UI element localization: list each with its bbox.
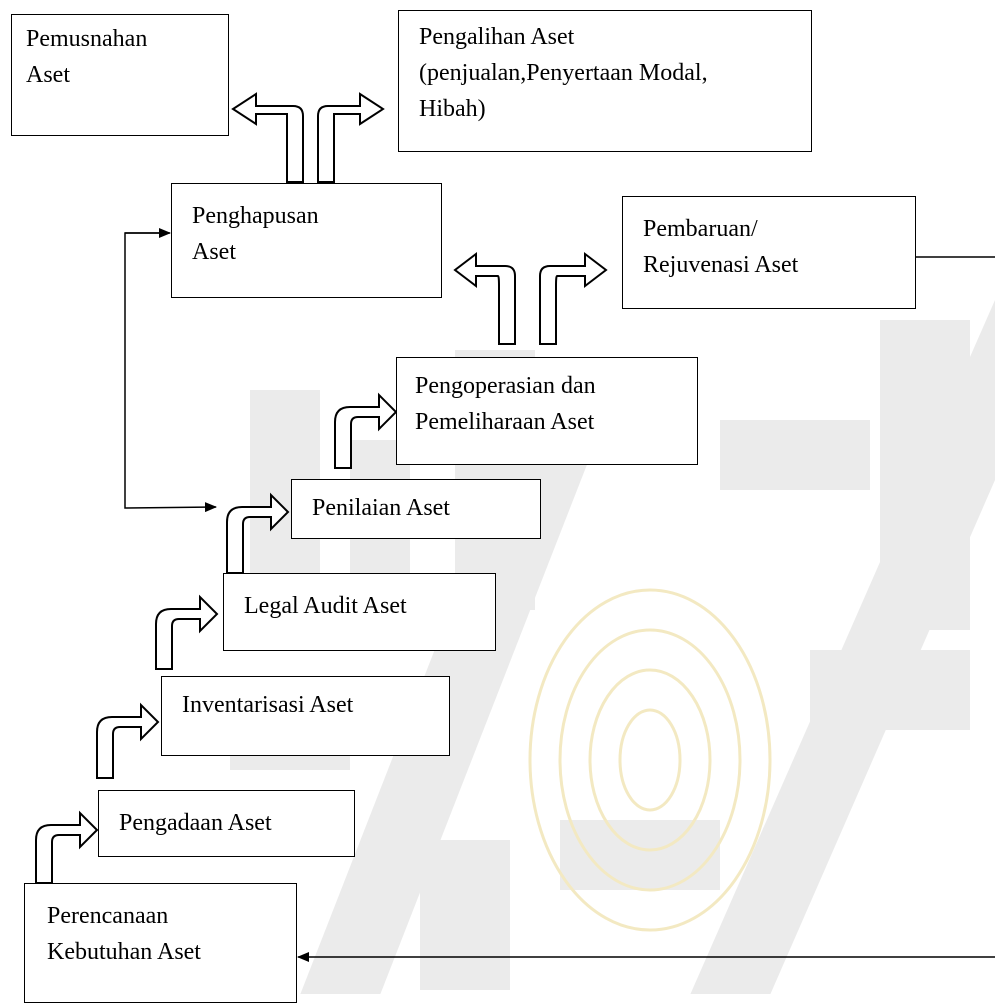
split-arrow-left-pemusnahan	[231, 92, 304, 183]
box-penghapusan-aset: Penghapusan Aset	[171, 183, 442, 298]
box-pemusnahan-line-1: Pemusnahan	[26, 26, 148, 52]
split-arrow-right-pembaruan	[539, 251, 608, 345]
box-pemusnahan-line-2: Aset	[26, 62, 70, 88]
box-perencanaan-line-1: Perencanaan	[47, 903, 169, 929]
box-pengoperasian-aset: Pengoperasian dan Pemeliharaan Aset	[396, 357, 698, 465]
box-pengoperasian-line-2: Pemeliharaan Aset	[415, 409, 595, 435]
box-pengalihan-line-1: Pengalihan Aset	[419, 24, 575, 50]
box-perencanaan-line-2: Kebutuhan Aset	[47, 939, 201, 965]
split-arrow-left-penghapusan	[453, 251, 516, 345]
bent-arrow-pengoperasian	[334, 392, 398, 469]
bent-arrow-legal-audit	[155, 594, 219, 670]
split-arrow-right-pengalihan	[317, 92, 385, 183]
box-inventarisasi-aset: Inventarisasi Aset	[161, 676, 450, 756]
box-pengadaan-aset: Pengadaan Aset	[98, 790, 355, 857]
box-pembaruan-aset: Pembaruan/ Rejuvenasi Aset	[622, 196, 916, 309]
box-pembaruan-line-2: Rejuvenasi Aset	[643, 252, 799, 278]
box-penghapusan-line-1: Penghapusan	[192, 203, 319, 229]
box-inventarisasi-line-1: Inventarisasi Aset	[182, 692, 354, 718]
box-penghapusan-line-2: Aset	[192, 239, 236, 265]
box-penilaian-line-1: Penilaian Aset	[312, 495, 450, 521]
box-pemusnahan-aset: Pemusnahan Aset	[11, 14, 229, 136]
bent-arrow-penilaian	[226, 492, 290, 574]
box-penilaian-aset: Penilaian Aset	[291, 479, 541, 539]
box-perencanaan-aset: Perencanaan Kebutuhan Aset	[24, 883, 297, 1003]
box-pengalihan-line-3: Hibah)	[419, 96, 486, 122]
box-legal-audit-line-1: Legal Audit Aset	[244, 593, 407, 619]
box-legal-audit-aset: Legal Audit Aset	[223, 573, 496, 651]
bent-arrow-inventarisasi	[96, 702, 160, 779]
box-pengoperasian-line-1: Pengoperasian dan	[415, 373, 596, 399]
bent-arrow-pengadaan	[35, 810, 99, 884]
box-pembaruan-line-1: Pembaruan/	[643, 216, 758, 242]
box-pengalihan-aset: Pengalihan Aset (penjualan,Penyertaan Mo…	[398, 10, 812, 152]
box-pengadaan-line-1: Pengadaan Aset	[119, 810, 272, 836]
box-pengalihan-line-2: (penjualan,Penyertaan Modal,	[419, 60, 708, 86]
